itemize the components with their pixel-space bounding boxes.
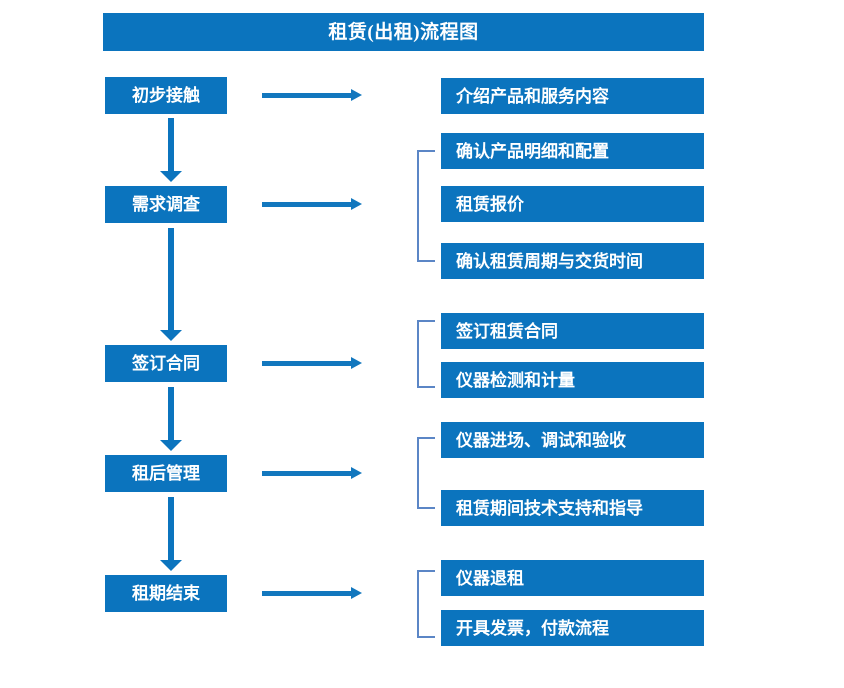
detail-box-instrument-return[interactable]: 仪器退租 xyxy=(441,560,704,596)
detail-label: 仪器进场、调试和验收 xyxy=(456,430,626,450)
detail-label: 仪器退租 xyxy=(456,568,524,588)
right-arrow-icon-5 xyxy=(262,586,362,600)
group-bracket-sign-contract xyxy=(417,320,435,388)
down-arrow-icon-2 xyxy=(160,228,182,341)
detail-box-rental-quote[interactable]: 租赁报价 xyxy=(441,186,704,222)
detail-label: 确认租赁周期与交货时间 xyxy=(456,251,643,271)
stage-label: 初步接触 xyxy=(132,86,200,105)
right-arrow-icon-3 xyxy=(262,356,362,370)
down-arrow-icon-4 xyxy=(160,497,182,571)
group-bracket-needs-survey xyxy=(417,150,435,262)
detail-box-instrument-delivery[interactable]: 仪器进场、调试和验收 xyxy=(441,422,704,458)
stage-label: 需求调查 xyxy=(132,195,200,214)
stage-box-lease-end[interactable]: 租期结束 xyxy=(105,575,227,612)
detail-label: 开具发票，付款流程 xyxy=(456,618,609,638)
detail-box-instrument-inspection[interactable]: 仪器检测和计量 xyxy=(441,362,704,398)
stage-label: 签订合同 xyxy=(132,354,200,373)
detail-label: 租赁报价 xyxy=(456,194,524,214)
right-arrow-icon-4 xyxy=(262,466,362,480)
detail-box-sign-rental-contract[interactable]: 签订租赁合同 xyxy=(441,313,704,349)
stage-label: 租期结束 xyxy=(132,584,200,603)
stage-box-initial-contact[interactable]: 初步接触 xyxy=(105,77,227,114)
detail-box-technical-support[interactable]: 租赁期间技术支持和指导 xyxy=(441,490,704,526)
down-arrow-icon-3 xyxy=(160,387,182,451)
detail-box-confirm-product-specs[interactable]: 确认产品明细和配置 xyxy=(441,133,704,169)
detail-label: 确认产品明细和配置 xyxy=(456,141,609,161)
right-arrow-icon-1 xyxy=(262,88,362,102)
stage-box-post-rental-management[interactable]: 租后管理 xyxy=(105,455,227,492)
detail-label: 签订租赁合同 xyxy=(456,321,558,341)
detail-label: 租赁期间技术支持和指导 xyxy=(456,498,643,518)
detail-box-introduce-products[interactable]: 介绍产品和服务内容 xyxy=(441,78,704,114)
detail-box-invoice-payment[interactable]: 开具发票，付款流程 xyxy=(441,610,704,646)
detail-label: 介绍产品和服务内容 xyxy=(456,86,609,106)
detail-label: 仪器检测和计量 xyxy=(456,370,575,390)
group-bracket-lease-end xyxy=(417,570,435,638)
stage-box-sign-contract[interactable]: 签订合同 xyxy=(105,345,227,382)
stage-box-needs-survey[interactable]: 需求调查 xyxy=(105,186,227,223)
group-bracket-post-rental xyxy=(417,437,435,509)
stage-label: 租后管理 xyxy=(132,464,200,483)
right-arrow-icon-2 xyxy=(262,197,362,211)
page-title: 租赁(出租)流程图 xyxy=(328,21,479,43)
detail-box-confirm-rental-period[interactable]: 确认租赁周期与交货时间 xyxy=(441,243,704,279)
down-arrow-icon-1 xyxy=(160,118,182,182)
chart-title-banner: 租赁(出租)流程图 xyxy=(103,13,704,51)
